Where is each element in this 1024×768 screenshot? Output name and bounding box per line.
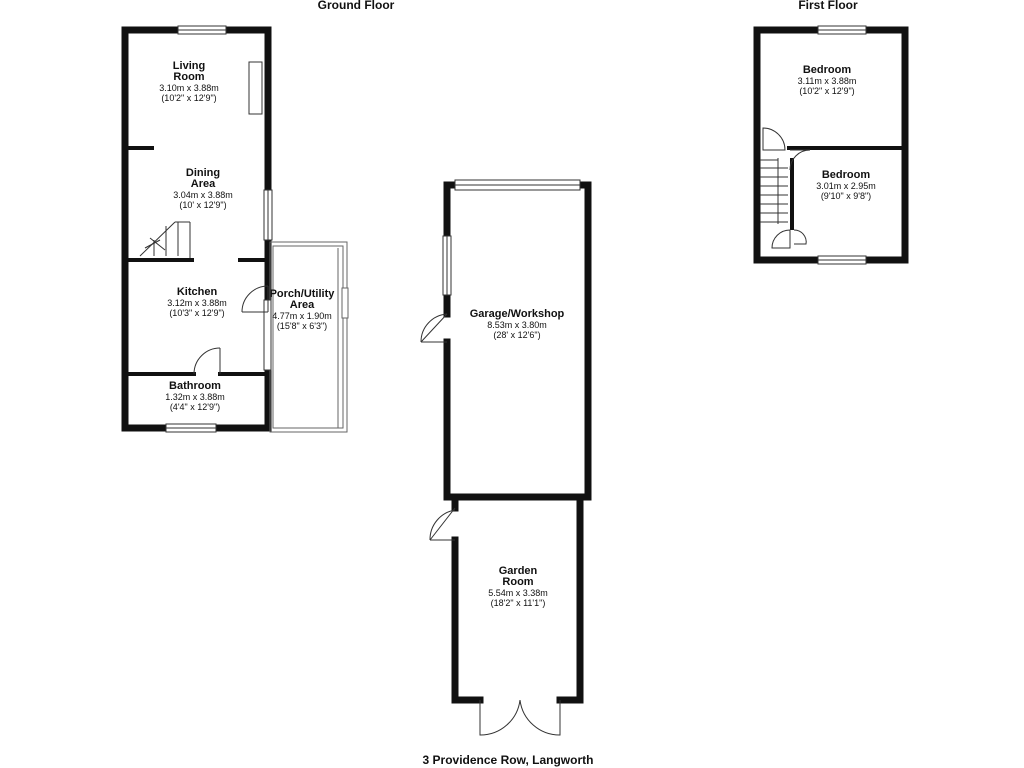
room-label-bedroom-front: Bedroom 3.11m x 3.88m (10'2" x 12'9") — [777, 64, 877, 97]
room-label-bathroom: Bathroom 1.32m x 3.88m (4'4" x 12'9") — [145, 380, 245, 413]
room-metric: 5.54m x 3.38m — [488, 588, 548, 598]
room-name: Room — [173, 71, 205, 83]
room-name: Living — [172, 60, 206, 72]
first-floor-walls — [753, 26, 909, 264]
room-imperial: (9'10" x 9'8") — [820, 191, 872, 201]
room-label-kitchen: Kitchen 3.12m x 3.88m (10'3" x 12'9") — [147, 286, 247, 319]
room-name: Bedroom — [802, 64, 852, 76]
room-name: Garage/Workshop — [469, 308, 565, 320]
room-imperial: (10'3" x 12'9") — [169, 308, 225, 318]
porch-walls — [269, 241, 349, 433]
first-floor-stairs — [760, 158, 788, 224]
room-label-garden-room: Garden Room 5.54m x 3.38m (18'2" x 11'1"… — [468, 565, 568, 609]
room-metric: 1.32m x 3.88m — [165, 392, 225, 402]
room-label-bedroom-rear: Bedroom 3.01m x 2.95m (9'10" x 9'8") — [796, 169, 896, 202]
room-imperial: (10' x 12'9") — [179, 200, 227, 210]
address-heading: 3 Providence Row, Langworth — [422, 753, 594, 767]
room-metric: 3.12m x 3.88m — [167, 298, 227, 308]
room-metric: 3.01m x 2.95m — [816, 181, 876, 191]
room-imperial: (15'8" x 6'3") — [276, 321, 328, 331]
first-floor-heading: First Floor — [798, 0, 858, 12]
room-metric: 4.77m x 1.90m — [272, 311, 332, 321]
room-metric: 8.53m x 3.80m — [487, 320, 547, 330]
garage-walls — [443, 181, 592, 501]
room-imperial: (4'4" x 12'9") — [169, 402, 221, 412]
first-floor-internal-walls — [787, 146, 905, 230]
room-name: Bedroom — [821, 169, 871, 181]
ground-floor-internal-walls — [125, 146, 268, 376]
room-name: Kitchen — [176, 286, 218, 298]
ground-floor-heading: Ground Floor — [317, 0, 395, 12]
room-label-porch-utility-area: Porch/Utility Area 4.77m x 1.90m (15'8" … — [258, 288, 346, 332]
room-imperial: (10'2" x 12'9") — [161, 93, 217, 103]
room-name: Porch/Utility — [269, 288, 335, 300]
ground-floor-stairs — [139, 221, 191, 258]
room-name: Area — [289, 299, 315, 311]
room-label-living-room: Living Room 3.10m x 3.88m (10'2" x 12'9"… — [139, 60, 239, 104]
room-name: Garden — [498, 565, 538, 577]
garden-room-walls — [451, 496, 584, 704]
room-metric: 3.04m x 3.88m — [173, 190, 233, 200]
room-name: Room — [502, 576, 534, 588]
room-imperial: (18'2" x 11'1") — [490, 598, 546, 608]
room-name: Bathroom — [169, 380, 221, 392]
room-imperial: (10'2" x 12'9") — [799, 86, 855, 96]
room-imperial: (28' x 12'6") — [493, 330, 541, 340]
room-name: Dining — [185, 167, 221, 179]
room-metric: 3.10m x 3.88m — [159, 83, 219, 93]
room-label-garage-workshop: Garage/Workshop 8.53m x 3.80m (28' x 12'… — [457, 308, 577, 341]
room-metric: 3.11m x 3.88m — [797, 76, 857, 86]
door-swings — [193, 127, 811, 736]
room-label-dining-area: Dining Area 3.04m x 3.88m (10' x 12'9") — [153, 167, 253, 211]
room-name: Area — [190, 178, 216, 190]
